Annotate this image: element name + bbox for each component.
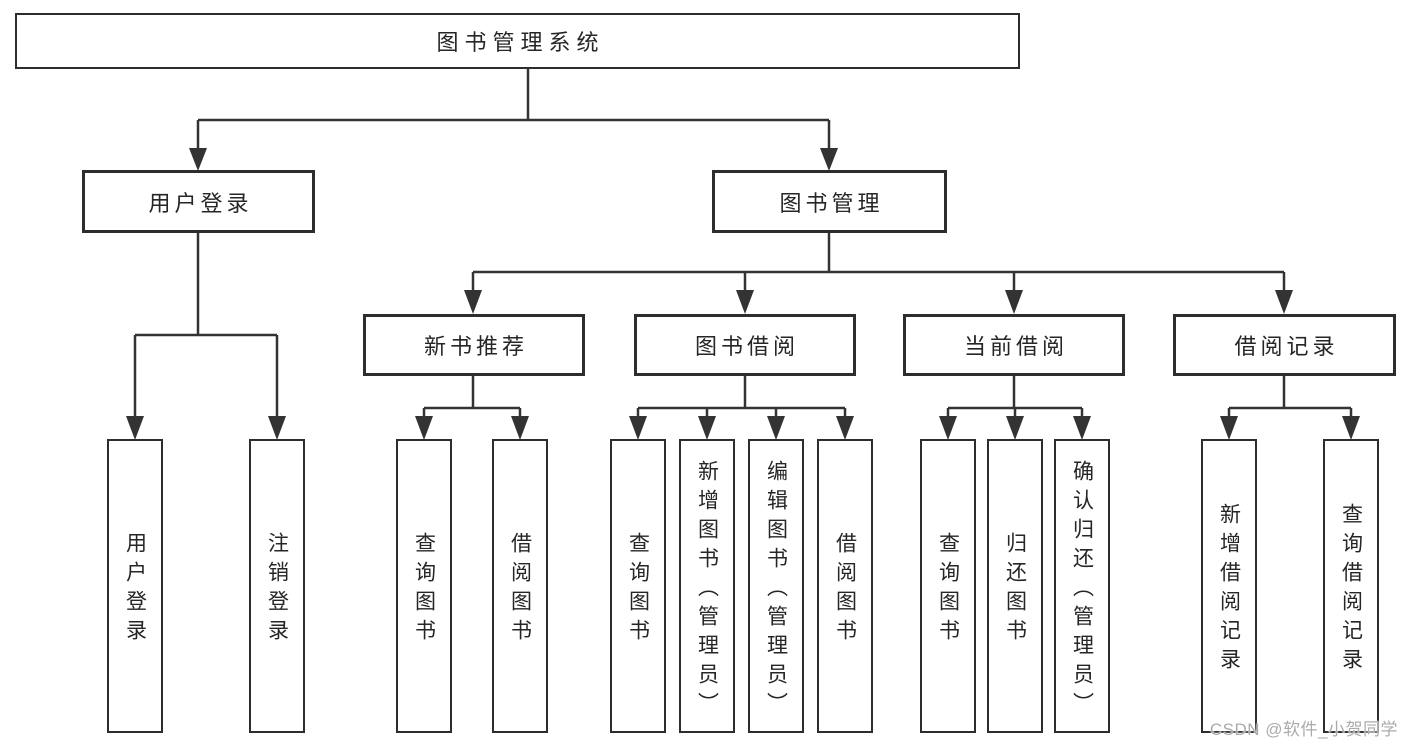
node-book-borrow: 图书借阅 [634,314,856,376]
leaf-edit-books-admin: 编辑图书（管理员） [748,439,804,733]
leaf-label: 查询图书 [936,532,960,648]
leaf-label: 查询图书 [626,532,650,648]
connector-current-borrow-to-leaves [939,376,1091,440]
leaf-label: 查询借阅记录 [1339,503,1363,677]
leaf-label: 注销登录 [265,532,289,648]
node-label: 用户登录 [148,190,253,216]
connector-book-management-to-level3 [464,233,1293,314]
connector-book-borrow-to-leaves [629,376,854,440]
leaf-label: 归还图书 [1003,532,1027,648]
leaf-label: 新增借阅记录 [1217,503,1241,677]
leaf-label: 借阅图书 [508,532,532,648]
leaf-label: 用户登录 [123,532,147,648]
connector-user-login-to-leaves [126,233,286,440]
node-label: 图书借阅 [694,334,799,359]
leaf-query-borrow-record: 查询借阅记录 [1323,439,1379,733]
node-borrow-records: 借阅记录 [1173,314,1396,376]
leaf-return-books: 归还图书 [987,439,1043,733]
node-label: 当前借阅 [963,334,1068,359]
leaf-label: 查询图书 [412,532,436,648]
node-label: 图书管理系统 [436,30,605,55]
node-label: 图书管理 [779,190,884,216]
leaf-label: 编辑图书（管理员） [764,459,788,721]
node-book-management: 图书管理 [712,170,947,233]
node-label: 新书推荐 [423,334,528,359]
node-user-login: 用户登录 [82,170,315,233]
leaf-label: 确认归还（管理员） [1070,459,1094,721]
connector-new-book-recommend-to-leaves [415,376,529,440]
leaf-label: 借阅图书 [833,532,857,648]
node-label: 借阅记录 [1234,334,1339,359]
leaf-user-login: 用户登录 [107,439,163,733]
leaf-add-books-admin: 新增图书（管理员） [679,439,735,733]
leaf-add-borrow-record: 新增借阅记录 [1201,439,1257,733]
node-current-borrow: 当前借阅 [903,314,1125,376]
node-new-book-recommend: 新书推荐 [363,314,585,376]
leaf-query-books-2: 查询图书 [610,439,666,733]
leaf-borrow-books-2: 借阅图书 [817,439,873,733]
leaf-confirm-return-admin: 确认归还（管理员） [1054,439,1110,733]
leaf-logout: 注销登录 [249,439,305,733]
connector-borrow-records-to-leaves [1220,376,1360,440]
connector-root-to-level2 [189,69,838,171]
leaf-query-books-1: 查询图书 [396,439,452,733]
leaf-label: 新增图书（管理员） [695,459,719,721]
node-root-library-system: 图书管理系统 [15,13,1020,69]
leaf-borrow-books-1: 借阅图书 [492,439,548,733]
leaf-query-books-3: 查询图书 [920,439,976,733]
